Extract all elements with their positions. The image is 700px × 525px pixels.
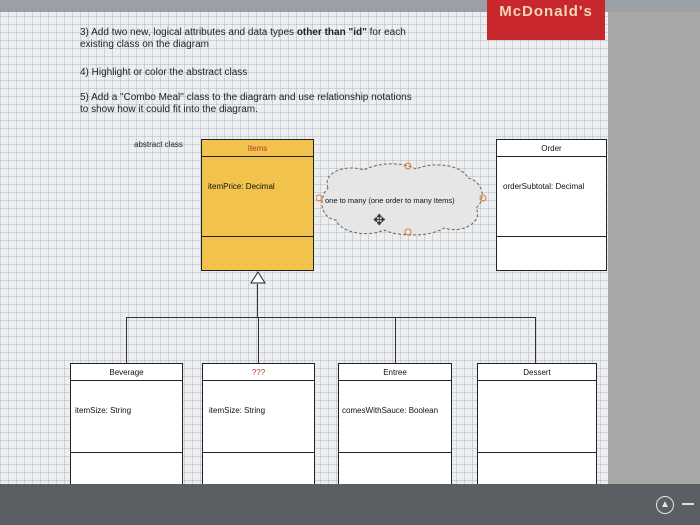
inheritance-arrow-icon bbox=[250, 271, 266, 284]
class-divider bbox=[497, 236, 606, 237]
dessert-class[interactable]: Dessert bbox=[477, 363, 597, 485]
order-class-name: Order bbox=[541, 144, 562, 153]
inheritance-bus bbox=[126, 317, 536, 318]
instruction-5: 5) Add a "Combo Meal" class to the diagr… bbox=[80, 92, 412, 115]
class-divider bbox=[478, 452, 596, 453]
unknown-class[interactable]: ??? itemSize: String bbox=[202, 363, 315, 485]
instruction-4: 4) Highlight or color the abstract class bbox=[80, 67, 248, 78]
accessibility-icon[interactable]: ▲ bbox=[656, 496, 674, 514]
class-divider bbox=[339, 380, 451, 381]
class-divider bbox=[202, 236, 313, 237]
right-panel bbox=[608, 0, 700, 484]
order-class[interactable]: Order orderSubtotal: Decimal bbox=[496, 139, 607, 271]
inheritance-branch bbox=[126, 317, 127, 364]
entree-class-name: Entree bbox=[383, 368, 407, 377]
unknown-attribute: itemSize: String bbox=[209, 406, 266, 415]
items-class[interactable]: Items itemPrice: Decimal bbox=[201, 139, 314, 271]
class-divider bbox=[71, 452, 182, 453]
beverage-class-name: Beverage bbox=[109, 368, 144, 377]
move-cursor-icon: ✥ bbox=[373, 212, 386, 229]
minimize-icon[interactable] bbox=[682, 503, 694, 505]
dessert-class-name: Dessert bbox=[523, 368, 551, 377]
beverage-attribute: itemSize: String bbox=[75, 406, 132, 415]
inheritance-branch bbox=[395, 317, 396, 364]
note-text: one to many (one order to many Items) bbox=[325, 196, 455, 205]
class-divider bbox=[202, 156, 313, 157]
abstract-class-label: abstract class bbox=[134, 140, 183, 149]
items-class-name: Items bbox=[247, 144, 268, 153]
class-divider bbox=[339, 452, 451, 453]
unknown-class-name: ??? bbox=[251, 368, 266, 377]
class-divider bbox=[71, 380, 182, 381]
inheritance-stem bbox=[257, 284, 258, 317]
class-divider bbox=[478, 380, 596, 381]
inheritance-branch bbox=[258, 317, 259, 364]
inheritance-branch bbox=[535, 317, 536, 364]
taskbar bbox=[0, 484, 700, 525]
class-divider bbox=[203, 452, 314, 453]
annotation-note[interactable] bbox=[316, 160, 488, 238]
order-attribute: orderSubtotal: Decimal bbox=[503, 182, 585, 191]
entree-class[interactable]: Entree comesWithSauce: Boolean bbox=[338, 363, 452, 485]
beverage-class[interactable]: Beverage itemSize: String bbox=[70, 363, 183, 485]
instruction-3: 3) Add two new, logical attributes and d… bbox=[80, 27, 406, 50]
items-attribute: itemPrice: Decimal bbox=[208, 182, 275, 191]
class-divider bbox=[203, 380, 314, 381]
brand-banner: McDonald's bbox=[487, 0, 605, 40]
entree-attribute: comesWithSauce: Boolean bbox=[342, 406, 439, 415]
class-divider bbox=[497, 156, 606, 157]
